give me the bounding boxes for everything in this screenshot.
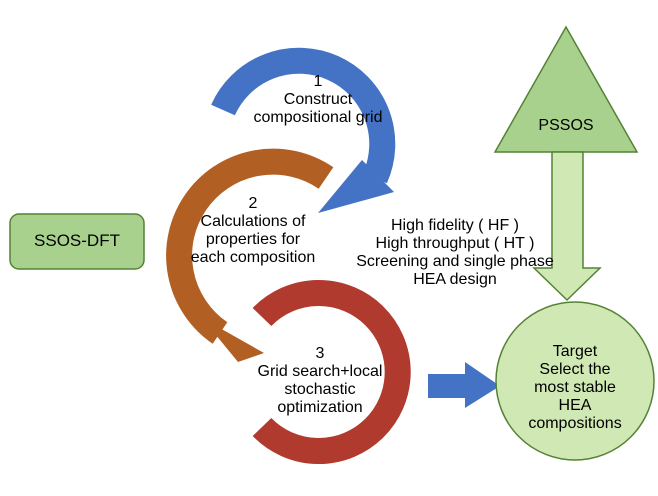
block-arrow-down-icon [532,151,602,302]
step1-line2: compositional grid [253,108,383,126]
step3-number: 3 [315,345,325,362]
method-notes: High fidelity ( HF ) High throughput ( H… [338,217,572,289]
step1-circular-arrow-icon [211,47,396,213]
notes-line3: Screening and single phase [356,252,554,270]
step1-label: 1 Construct compositional grid [248,73,388,127]
notes-line2: High throughput ( HT ) [375,234,535,252]
step3-label: 3 Grid search+local stochastic optimizat… [245,345,395,417]
step3-line2: stochastic [284,380,356,398]
target-line4: HEA [558,396,592,414]
target-line3: most stable [534,378,616,396]
target-circle [495,301,655,461]
step1-line1: Construct [283,90,353,108]
step1-number: 1 [313,73,323,90]
target-line5: compositions [528,414,622,432]
step3-circular-arrow-icon [252,280,411,464]
step3-line1: Grid search+local [257,362,383,380]
pssos-label: PSSOS [538,117,594,134]
step2-circular-arrow-icon [166,148,334,362]
step2-label: 2 Calculations of properties for each co… [178,195,328,267]
target-line2: Select the [539,360,611,378]
block-arrow-right-icon [428,362,500,408]
step3-line3: optimization [277,398,363,416]
target-label: Target Select the most stable HEA compos… [505,343,645,433]
notes-line1: High fidelity ( HF ) [390,217,520,234]
step2-line1: Calculations of [200,212,306,230]
notes-line4: HEA design [413,270,497,288]
step2-number: 2 [248,195,258,212]
ssos-dft-box [9,213,145,270]
ssos-dft-label: SSOS-DFT [34,231,120,250]
step2-line2: properties for [205,230,301,248]
step2-line3: each composition [190,248,316,266]
target-line1: Target [552,343,598,360]
